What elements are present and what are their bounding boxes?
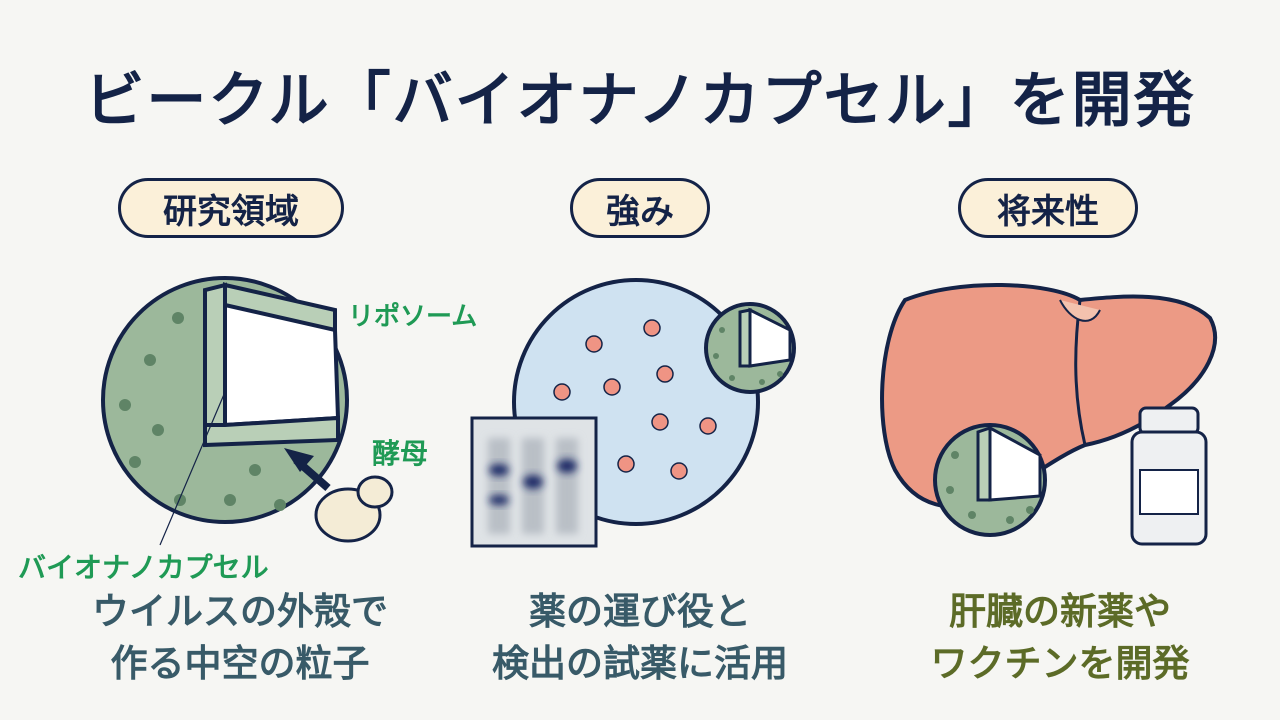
future-desc-line1: 肝臓の新薬や: [949, 590, 1171, 633]
future-desc-line2: ワクチンを開発: [930, 642, 1190, 685]
strength-desc-line2: 検出の試薬に活用: [492, 642, 788, 685]
capsule-on-liver-icon: [933, 423, 1047, 537]
small-capsule-icon: [704, 302, 796, 394]
yeast-label: 酵母: [372, 437, 429, 470]
vaccine-vial-icon: [1130, 406, 1208, 546]
research-desc-line2: 作る中空の粒子: [110, 642, 370, 685]
capsule-label: バイオナノカプセル: [18, 551, 269, 584]
research-description: ウイルスの外殻で 作る中空の粒子: [40, 586, 440, 690]
heading-research: 研究領域: [118, 178, 344, 238]
research-desc-line1: ウイルスの外殻で: [92, 590, 388, 633]
strength-description: 薬の運び役と 検出の試薬に活用: [440, 586, 840, 690]
heading-future: 将来性: [958, 178, 1138, 238]
liposome-label: リポソーム: [348, 302, 478, 332]
future-description: 肝臓の新薬や ワクチンを開発: [860, 586, 1260, 690]
yeast-illustration: [314, 475, 394, 543]
heading-strength: 強み: [570, 178, 710, 238]
strength-desc-line1: 薬の運び役と: [529, 590, 751, 633]
bio-nanocapsule-illustration: [101, 276, 349, 546]
page-title: ビークル「バイオナノカプセル」を開発: [84, 66, 1196, 136]
western-blot-image: [470, 416, 598, 548]
